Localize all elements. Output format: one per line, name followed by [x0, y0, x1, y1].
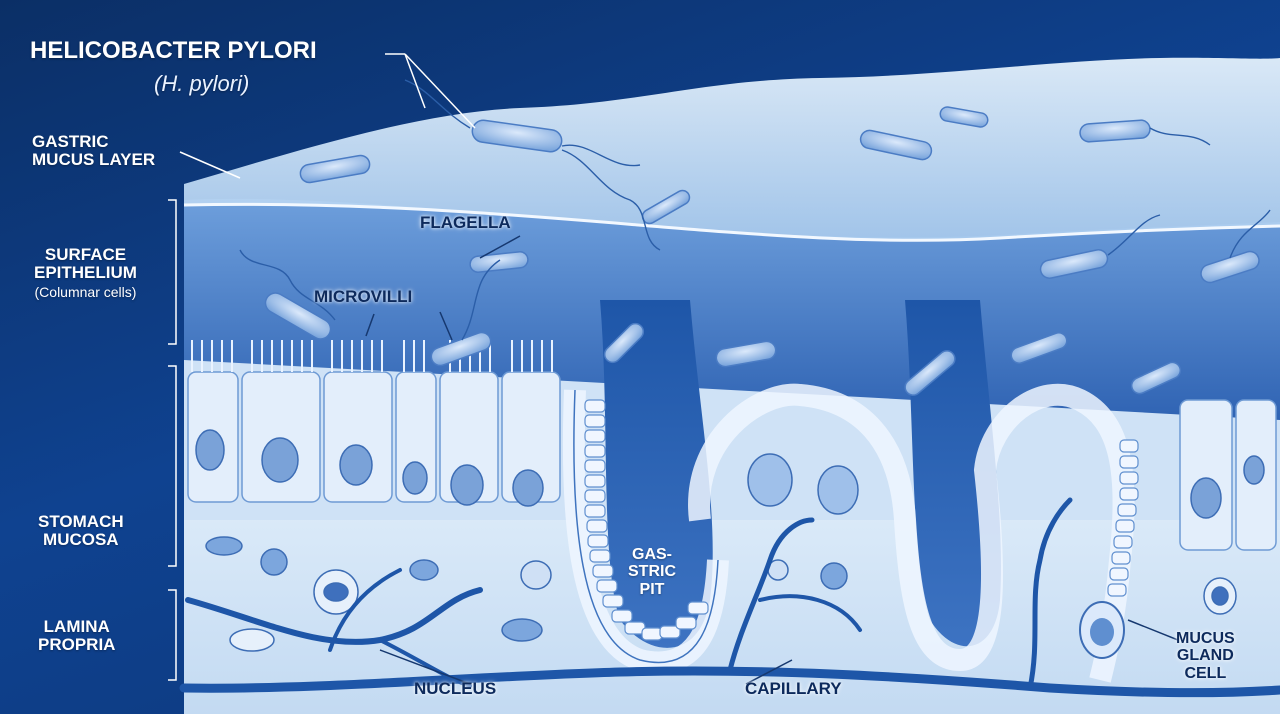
label-line: EPITHELIUM	[34, 264, 137, 282]
label-line: STOMACH	[38, 513, 124, 531]
label-gastric-mucus-layer: GASTRIC MUCUS LAYER	[32, 133, 155, 170]
label-gastric-pit: GAS- STRIC PIT	[628, 546, 676, 598]
label-mucus-gland-cell: MUCUS GLAND CELL	[1176, 630, 1235, 682]
label-line: STRIC	[628, 563, 676, 580]
label-line: GAS-	[628, 546, 676, 563]
label-capillary: CAPILLARY	[745, 680, 842, 698]
label-microvilli: MICROVILLI	[314, 288, 412, 306]
label-nucleus: NUCLEUS	[414, 680, 496, 698]
label-line: PROPRIA	[38, 636, 115, 654]
label-line: MUCOSA	[38, 531, 124, 549]
label-flagella: FLAGELLA	[420, 214, 511, 232]
label-stomach-mucosa: STOMACH MUCOSA	[38, 513, 124, 550]
diagram-title: HELICOBACTER PYLORI	[30, 38, 317, 64]
mucus-gland-nucleus	[1090, 618, 1114, 646]
label-line: MUCUS	[1176, 630, 1235, 647]
label-line: MUCUS LAYER	[32, 151, 155, 169]
label-line: CELL	[1176, 665, 1235, 682]
label-line: GASTRIC	[32, 133, 155, 151]
label-line: SURFACE	[34, 246, 137, 264]
label-surface-epithelium: SURFACE EPITHELIUM (Columnar cells)	[34, 246, 137, 300]
diagram-subtitle: (H. pylori)	[154, 72, 249, 96]
label-line: LAMINA	[38, 618, 115, 636]
label-note: (Columnar cells)	[34, 285, 137, 300]
label-line: PIT	[628, 581, 676, 598]
label-lamina-propria: LAMINA PROPRIA	[38, 618, 115, 655]
label-line: GLAND	[1176, 647, 1235, 664]
